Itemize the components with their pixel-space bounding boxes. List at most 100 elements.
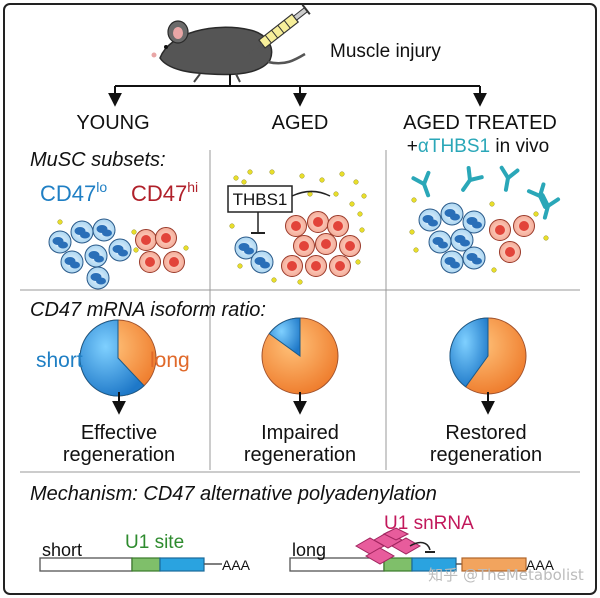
cd47-hi-cell bbox=[339, 235, 361, 257]
thbs1-protein-dot bbox=[57, 219, 63, 225]
thbs1-protein-dot bbox=[237, 263, 243, 269]
thbs1-protein-dot bbox=[241, 179, 247, 185]
column-header-aged: AGED bbox=[272, 112, 329, 134]
outcome-aged-line2: regeneration bbox=[244, 444, 356, 466]
cd47-hi-cell bbox=[163, 251, 185, 273]
cd47-lo-cell bbox=[450, 228, 474, 252]
short-transcript-label: short bbox=[42, 540, 82, 560]
antibody-group bbox=[411, 165, 561, 220]
mouse-icon bbox=[151, 20, 306, 83]
cd47-lo-cell bbox=[234, 236, 258, 260]
cd47-hi-base: CD47 bbox=[131, 181, 187, 206]
antibody-icon bbox=[499, 165, 520, 192]
cd47-lo-cell bbox=[440, 202, 464, 226]
cd47-lo-cell bbox=[462, 210, 486, 234]
column-header-aged-treated: AGED TREATED bbox=[403, 112, 557, 134]
pie-short-slice bbox=[449, 317, 489, 388]
u1-site-label: U1 site bbox=[125, 532, 184, 553]
cd47-lo-cell bbox=[250, 250, 274, 274]
cd47-lo-superscript: lo bbox=[96, 179, 107, 195]
thbs1-protein-dot bbox=[353, 179, 359, 185]
cd47-lo-cell bbox=[108, 238, 132, 262]
thbs1-protein-dot bbox=[247, 169, 253, 175]
thbs1-protein-dot bbox=[133, 247, 139, 253]
short-polya-label: AAA bbox=[222, 557, 251, 573]
column-header-young: YOUNG bbox=[76, 112, 149, 134]
cd47-hi-cell bbox=[307, 211, 329, 233]
plus-sign: + bbox=[407, 136, 418, 157]
outcome-aged-line1: Impaired bbox=[261, 422, 339, 444]
cd47-lo-cell bbox=[92, 218, 116, 242]
cd47-hi-cell bbox=[305, 255, 327, 277]
thbs1-protein-dot bbox=[533, 211, 539, 217]
u1-snrna-label: U1 snRNA bbox=[384, 513, 474, 534]
thbs1-protein-dot bbox=[183, 245, 189, 251]
cd47-hi-cell bbox=[135, 229, 157, 251]
thbs1-protein-dot bbox=[543, 235, 549, 241]
cd47-hi-cell bbox=[513, 215, 535, 237]
thbs1-protein-dot bbox=[229, 223, 235, 229]
cd47-lo-cell bbox=[70, 220, 94, 244]
thbs1-protein-dot bbox=[233, 175, 239, 181]
short-isoform-label: short bbox=[36, 349, 83, 372]
pie-aged bbox=[261, 317, 339, 395]
antibody-icon bbox=[540, 193, 561, 220]
cd47-lo-label: CD47lo bbox=[40, 179, 107, 206]
watermark: 知乎 @TheMetabolist bbox=[428, 566, 584, 584]
short-coding-box bbox=[159, 557, 205, 572]
long-u1-site-box bbox=[383, 557, 413, 572]
cd47-hi-cell bbox=[327, 215, 349, 237]
long-polya-label: AAA bbox=[526, 557, 555, 573]
branch-arrows bbox=[108, 74, 487, 107]
thbs1-protein-dot bbox=[299, 173, 305, 179]
cd47-lo-cell bbox=[440, 250, 464, 274]
cd47-hi-cell bbox=[489, 219, 511, 241]
cd47-lo-cell bbox=[86, 266, 110, 290]
thbs1-protein-dot bbox=[269, 169, 275, 175]
cd47-hi-label: CD47hi bbox=[131, 179, 198, 206]
thbs1-callout: THBS1 bbox=[227, 185, 331, 234]
cell-cluster-young bbox=[48, 218, 189, 290]
thbs1-protein-dot bbox=[409, 229, 415, 235]
short-transcript: short U1 site AAA bbox=[39, 532, 251, 573]
thbs1-protein-dot bbox=[355, 259, 361, 265]
thbs1-protein-dot bbox=[333, 191, 339, 197]
thbs1-protein-dot bbox=[489, 201, 495, 207]
antibody-name: αTHBS1 bbox=[418, 136, 490, 157]
cd47-hi-cell bbox=[499, 241, 521, 263]
thbs1-protein-dot bbox=[413, 247, 419, 253]
cd47-lo-cell bbox=[60, 250, 84, 274]
mechanism-title: Mechanism: CD47 alternative polyadenylat… bbox=[30, 483, 437, 505]
column-header-treatment: +αTHBS1 in vivo bbox=[407, 136, 549, 157]
cd47-hi-cell bbox=[315, 233, 337, 255]
cd47-lo-cell bbox=[462, 246, 486, 270]
thbs1-protein-dot bbox=[491, 267, 497, 273]
cd47-lo-cell bbox=[428, 230, 452, 254]
outcome-young-line2: regeneration bbox=[63, 444, 175, 466]
syringe-icon bbox=[248, 4, 311, 55]
thbs1-protein-dot bbox=[359, 227, 365, 233]
long-isoform-label: long bbox=[150, 349, 190, 372]
pie-short-slice bbox=[268, 317, 301, 357]
thbs1-protein-dot bbox=[271, 277, 277, 283]
musc-subsets-title: MuSC subsets: bbox=[30, 149, 166, 171]
thbs1-protein-dot bbox=[307, 191, 313, 197]
cd47-hi-cell bbox=[329, 255, 351, 277]
cell-cluster-treated bbox=[409, 197, 549, 274]
panel-grid bbox=[20, 150, 580, 473]
thbs1-protein-dot bbox=[357, 211, 363, 217]
long-transcript: long AAA U1 snRNA bbox=[289, 513, 555, 573]
isoform-ratio-title: CD47 mRNA isoform ratio: bbox=[30, 299, 266, 321]
antibody-icon bbox=[411, 170, 431, 198]
pie-young bbox=[79, 319, 157, 397]
thbs1-protein-dot bbox=[339, 171, 345, 177]
cd47-hi-cell bbox=[281, 255, 303, 277]
long-transcript-label: long bbox=[292, 540, 326, 560]
u1-snrna-complex bbox=[354, 527, 422, 565]
thbs1-protein-dot bbox=[349, 201, 355, 207]
cd47-lo-cell bbox=[84, 244, 108, 268]
outcome-treated-line1: Restored bbox=[445, 422, 526, 444]
outcome-young-line1: Effective bbox=[81, 422, 157, 444]
thbs1-protein-dot bbox=[131, 229, 137, 235]
antibody-icon bbox=[526, 182, 548, 209]
